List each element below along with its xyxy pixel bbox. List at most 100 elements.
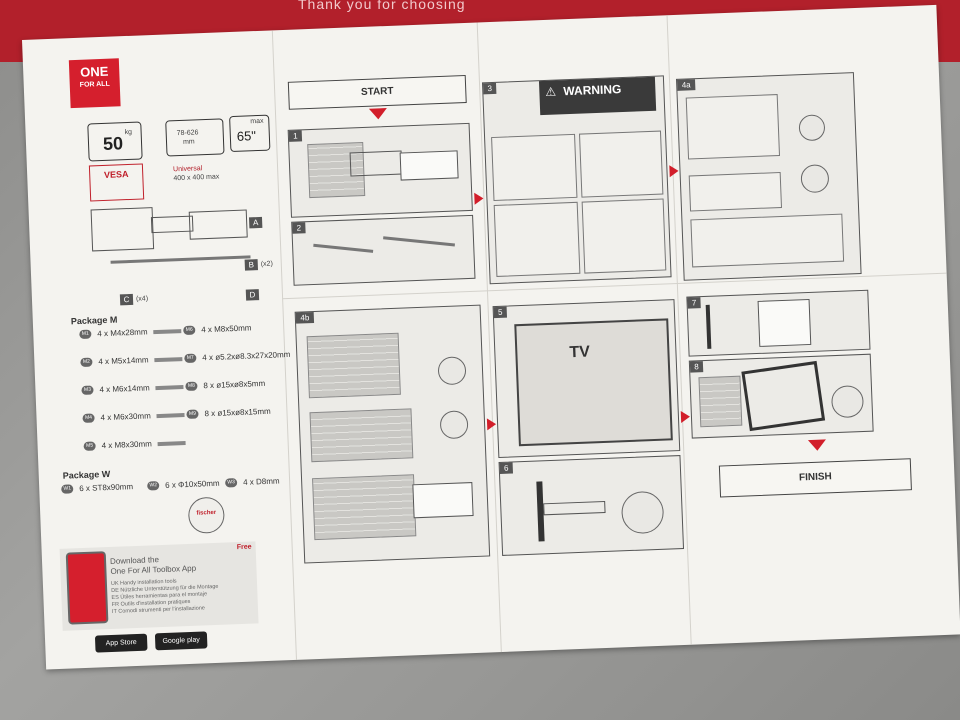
step-label: 6 bbox=[499, 462, 514, 474]
brick-wall bbox=[306, 332, 401, 399]
tv-plate-sketch bbox=[412, 482, 474, 519]
app-title2: One For All Toolbox App bbox=[110, 563, 197, 576]
instruction-sheet: ONE FOR ALL 50 kg 78-626 mm max 65" VESA… bbox=[22, 4, 960, 670]
part-d-icon: D bbox=[245, 289, 260, 301]
arrow-right-icon bbox=[669, 164, 679, 178]
package-w-title: Package W bbox=[62, 468, 111, 481]
fischer-logo: fischer bbox=[187, 496, 226, 534]
arrow-down-icon bbox=[807, 439, 827, 452]
tv-sketch: TV bbox=[514, 318, 673, 447]
step-8-panel: 8 bbox=[688, 353, 874, 439]
arm-sketch bbox=[543, 500, 606, 516]
vesa-badge: VESA bbox=[88, 163, 145, 202]
weight-value: 50 bbox=[102, 133, 124, 154]
rail-sketch bbox=[313, 243, 374, 253]
step-5-panel: 5 TV bbox=[492, 299, 681, 459]
part-b-icon: B bbox=[244, 259, 259, 271]
brick-wall bbox=[312, 474, 417, 541]
arrow-right-icon bbox=[680, 410, 691, 423]
step-label: 5 bbox=[493, 306, 508, 319]
tv-sketch bbox=[741, 360, 826, 432]
wall-sketch bbox=[705, 304, 712, 349]
step-6-panel: 6 bbox=[498, 455, 685, 556]
google-play-badge[interactable]: Google play bbox=[154, 631, 208, 651]
app-promo: Free Download the One For All Toolbox Ap… bbox=[59, 541, 259, 631]
step-4b-panel: 4b bbox=[294, 304, 491, 564]
fischer-text: fischer bbox=[196, 509, 217, 517]
wall-plate-sketch bbox=[90, 207, 155, 252]
vesa-note2: 400 x 400 max bbox=[173, 173, 220, 183]
qty-b: (x2) bbox=[260, 260, 273, 268]
arm-sketch bbox=[349, 150, 403, 177]
package-m-title: Package M bbox=[70, 314, 118, 327]
detail-circle bbox=[800, 164, 830, 194]
step-label: 4a bbox=[677, 79, 696, 91]
tv-sketch bbox=[757, 298, 812, 347]
wall-sketch bbox=[685, 94, 781, 160]
rail-sketch bbox=[110, 255, 251, 264]
arrow-right-icon bbox=[486, 418, 497, 431]
step-label: 4b bbox=[295, 312, 315, 324]
max-size-spec: max 65" bbox=[229, 114, 271, 153]
step-2-panel: 2 bbox=[291, 214, 476, 286]
phone-icon bbox=[65, 551, 109, 625]
detail-circle bbox=[830, 384, 865, 419]
arm-sketch bbox=[150, 215, 194, 234]
weight-unit: kg bbox=[124, 128, 133, 137]
free-label: Free bbox=[236, 543, 252, 552]
max-value: 65" bbox=[236, 128, 257, 144]
detail-circle bbox=[620, 490, 665, 535]
step-1-panel: 1 bbox=[287, 122, 473, 218]
detail-circle bbox=[798, 114, 826, 142]
brick-wall bbox=[698, 375, 743, 428]
logo-line2: FOR ALL bbox=[79, 80, 110, 89]
app-store-badge[interactable]: App Store bbox=[94, 633, 148, 653]
warning-icon: ⚠ bbox=[545, 84, 557, 99]
fold-line bbox=[271, 30, 297, 660]
size-unit: mm bbox=[182, 138, 195, 146]
box-text: Thank you for choosing bbox=[298, 0, 466, 12]
step-3-panel: 3 ⚠ WARNING bbox=[481, 75, 672, 285]
brand-logo: ONE FOR ALL bbox=[68, 58, 121, 109]
tv-plate-sketch bbox=[188, 209, 248, 240]
detail-circle bbox=[437, 356, 467, 386]
step-label: 1 bbox=[288, 130, 303, 142]
weight-spec: 50 kg bbox=[87, 121, 143, 162]
drill-sketch-4 bbox=[581, 198, 667, 274]
drill-sketch-1 bbox=[491, 133, 578, 202]
mount-sketch bbox=[690, 213, 845, 268]
drill-sketch-2 bbox=[579, 130, 664, 198]
start-banner: START bbox=[287, 74, 467, 110]
size-spec: 78-626 mm bbox=[165, 118, 225, 157]
rail-sketch bbox=[383, 236, 455, 247]
wall-sketch bbox=[688, 171, 783, 212]
warning-box: ⚠ WARNING bbox=[538, 76, 657, 116]
part-c-icon: C bbox=[119, 293, 134, 306]
detail-circle bbox=[439, 410, 469, 440]
arrow-right-icon bbox=[474, 192, 484, 205]
max-label: max bbox=[250, 117, 264, 126]
qty-c: (x4) bbox=[135, 295, 149, 303]
brick-wall bbox=[309, 408, 414, 463]
vesa-label: VESA bbox=[103, 169, 129, 180]
warning-title: WARNING bbox=[563, 82, 622, 99]
size-range: 78-626 bbox=[176, 129, 199, 138]
step-4a-panel: 4a bbox=[675, 72, 862, 281]
step-label: 3 bbox=[483, 82, 497, 95]
finish-banner: FINISH bbox=[718, 458, 912, 498]
app-title1: Download the bbox=[109, 555, 160, 566]
drill-sketch-3 bbox=[493, 201, 581, 277]
arrow-down-icon bbox=[368, 108, 388, 120]
